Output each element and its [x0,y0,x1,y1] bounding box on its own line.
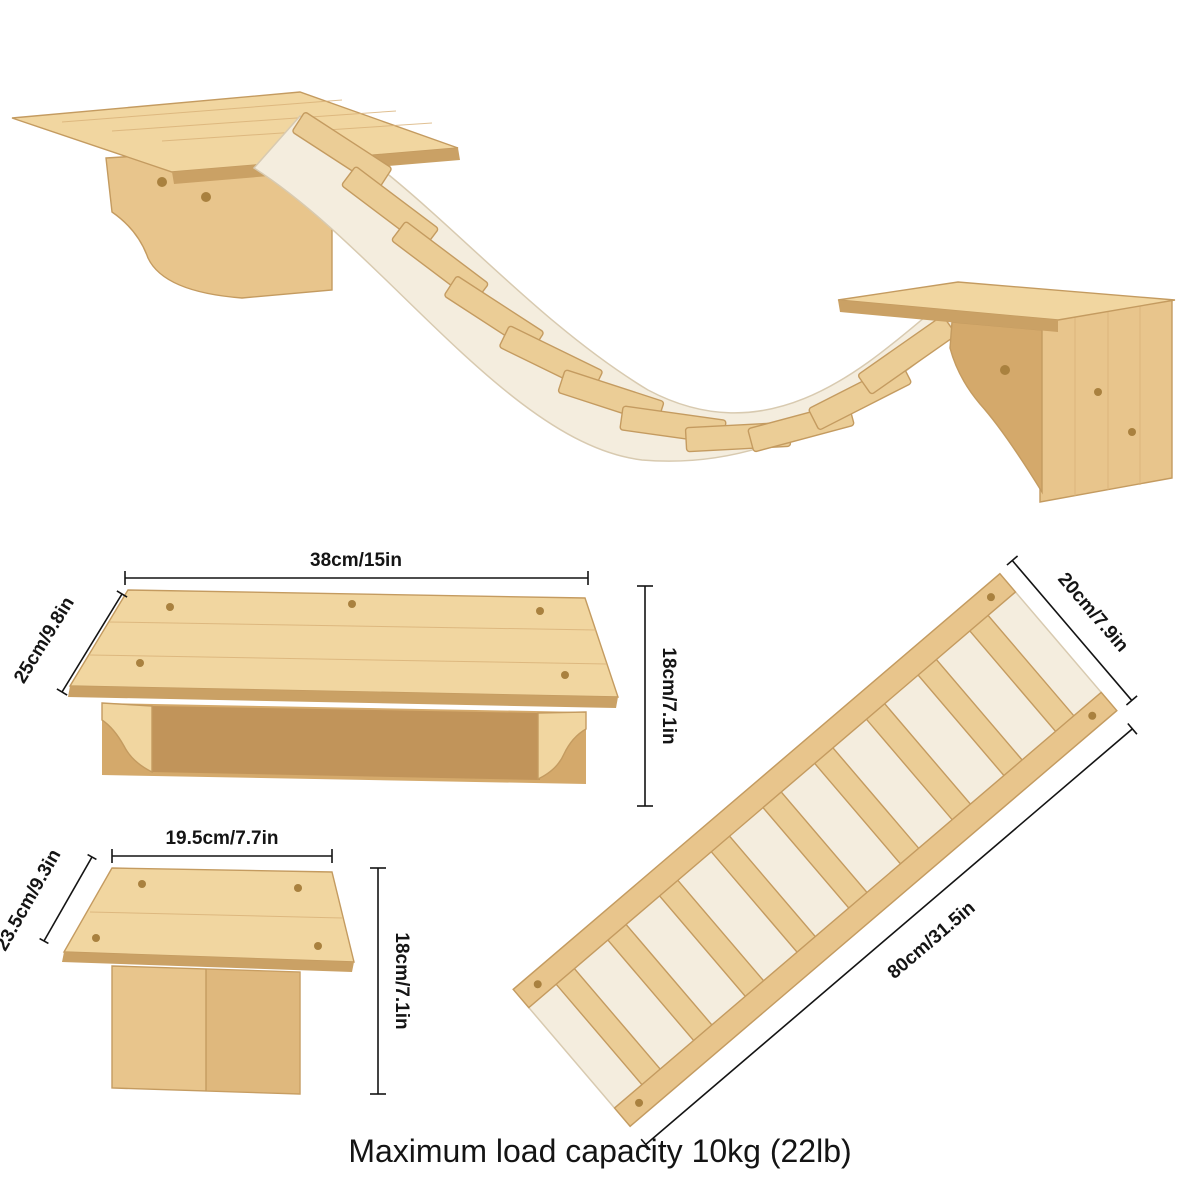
bridge-rungs [553,612,1077,1088]
hero-assembled-bridge [11,91,1176,503]
small-shelf-diagram: 19.5cm/7.7in 23.5cm/9.3in [0,828,412,1095]
hero-right-shelf [837,281,1176,503]
bridge-diagram: 20cm/7.9in 80cm/31.5in [512,555,1138,1151]
bridge-steps [292,112,957,453]
small-shelf-depth-label: 23.5cm/9.3in [0,846,65,955]
hero-fabric-bridge [252,112,957,462]
large-shelf-height-dimension: 18cm/7.1in [637,585,679,807]
large-shelf-left-cheek [101,702,153,774]
bridge-rail-left [512,572,1017,1009]
small-shelf-width-dimension: 19.5cm/7.7in [111,828,333,863]
right-shelf-bracket [949,321,1043,495]
large-shelf-width-label: 38cm/15in [310,550,402,571]
small-shelf-screws [92,880,322,950]
small-shelf-height-dimension: 18cm/7.1in [370,867,412,1095]
right-shelf-front-edge [838,300,1058,332]
large-shelf-height-label: 18cm/7.1in [658,647,679,744]
large-shelf-illustration [68,589,619,784]
small-shelf-width-label: 19.5cm/7.7in [165,828,278,849]
small-shelf-height-label: 18cm/7.1in [391,932,412,1029]
large-shelf-front-edge [68,686,618,708]
small-shelf-front-edge [62,952,354,972]
small-shelf-illustration [62,867,355,1095]
large-shelf-depth-label: 25cm/9.8in [10,593,79,687]
bridge-length-label: 80cm/31.5in [884,897,980,983]
large-shelf-top [68,589,619,698]
bridge-rail-right [613,691,1118,1128]
large-shelf-screws [136,600,569,679]
large-shelf-width-dimension: 38cm/15in [124,550,589,585]
bridge-width-label: 20cm/7.9in [1053,569,1132,657]
max-load-caption: Maximum load capacity 10kg (22lb) [348,1133,851,1169]
bridge-screws [533,593,1097,1107]
right-shelf-wall-board [1039,299,1173,503]
large-shelf-diagram: 38cm/15in 25cm/9.8in [10,550,679,807]
large-shelf-right-cheek [537,711,587,781]
